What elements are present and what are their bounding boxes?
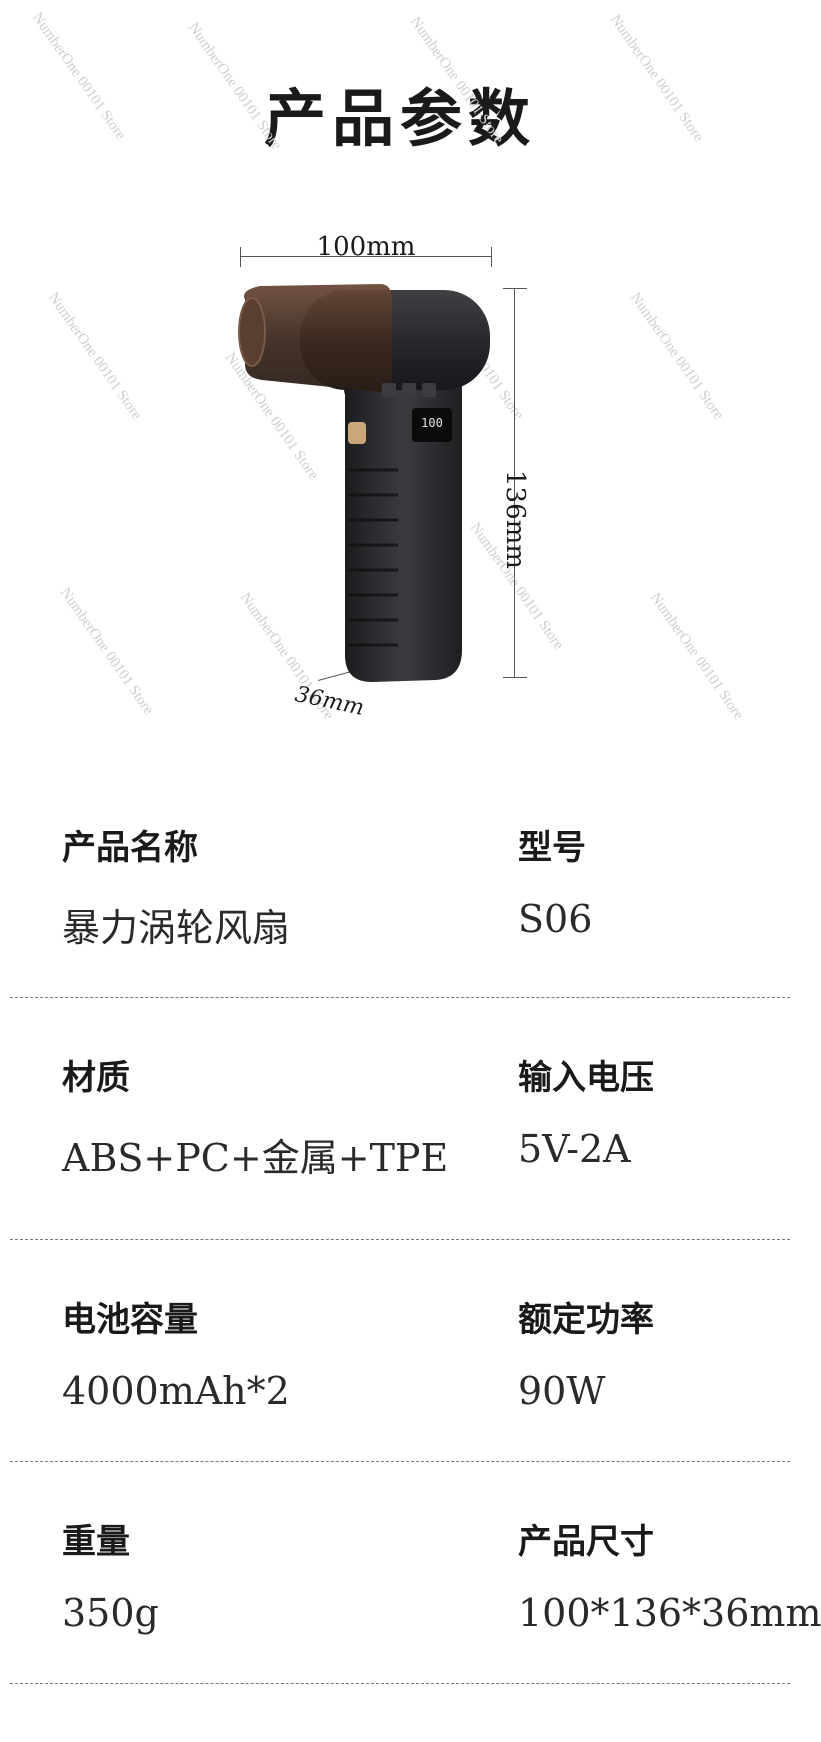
height-dimension-line [503,288,527,678]
spec-value: ABS+PC+金属+TPE [62,1136,449,1180]
spec-table: 产品名称 暴力涡轮风扇 型号 S06 材质 ABS+PC+金属+TPE 输入电压… [0,820,821,1696]
spec-row: 重量 350g 产品尺寸 100*136*36mm [0,1474,821,1696]
spec-cell: 额定功率 90W [518,1292,654,1413]
spec-cell: 型号 S06 [518,820,592,941]
spec-value: 5V-2A [518,1127,631,1171]
spec-value: 90W [518,1369,606,1413]
spec-value: 暴力涡轮风扇 [62,906,291,950]
dashed-divider [10,1461,790,1462]
spec-label: 额定功率 [518,1300,654,1340]
spec-cell: 重量 350g [62,1514,159,1635]
spec-row: 产品名称 暴力涡轮风扇 型号 S06 [0,820,800,1010]
spec-label: 产品尺寸 [518,1522,654,1562]
dashed-divider [10,1683,790,1684]
spec-value: 350g [62,1591,159,1635]
spec-row: 电池容量 4000mAh*2 额定功率 90W [0,1252,800,1474]
page-title: 产品参数 [263,82,536,155]
turbo-fan-image [238,284,490,682]
spec-value: S06 [518,897,593,941]
spec-cell: 材质 ABS+PC+金属+TPE [62,1050,448,1182]
dashed-divider [10,997,790,998]
spec-cell: 产品尺寸 100*136*36mm [518,1514,821,1635]
spec-label: 材质 [62,1058,130,1098]
spec-label: 重量 [62,1522,130,1562]
spec-label: 型号 [518,828,586,868]
width-dimension-label: 100mm [316,232,416,262]
dashed-divider [10,1239,790,1240]
spec-value: 100*136*36mm [518,1591,821,1635]
spec-cell: 输入电压 5V-2A [518,1050,654,1171]
display-reading: 100 [421,416,443,430]
spec-cell: 产品名称 暴力涡轮风扇 [62,820,290,952]
spec-label: 产品名称 [62,828,198,868]
spec-value: 4000mAh*2 [62,1369,290,1413]
spec-label: 输入电压 [518,1058,654,1098]
product-figure: 100mm 136mm 36mm [0,0,800,760]
spec-label: 电池容量 [62,1300,198,1340]
spec-cell: 电池容量 4000mAh*2 [62,1292,290,1413]
width-dimension-line [240,247,492,267]
spec-row: 材质 ABS+PC+金属+TPE 输入电压 5V-2A [0,1010,800,1252]
